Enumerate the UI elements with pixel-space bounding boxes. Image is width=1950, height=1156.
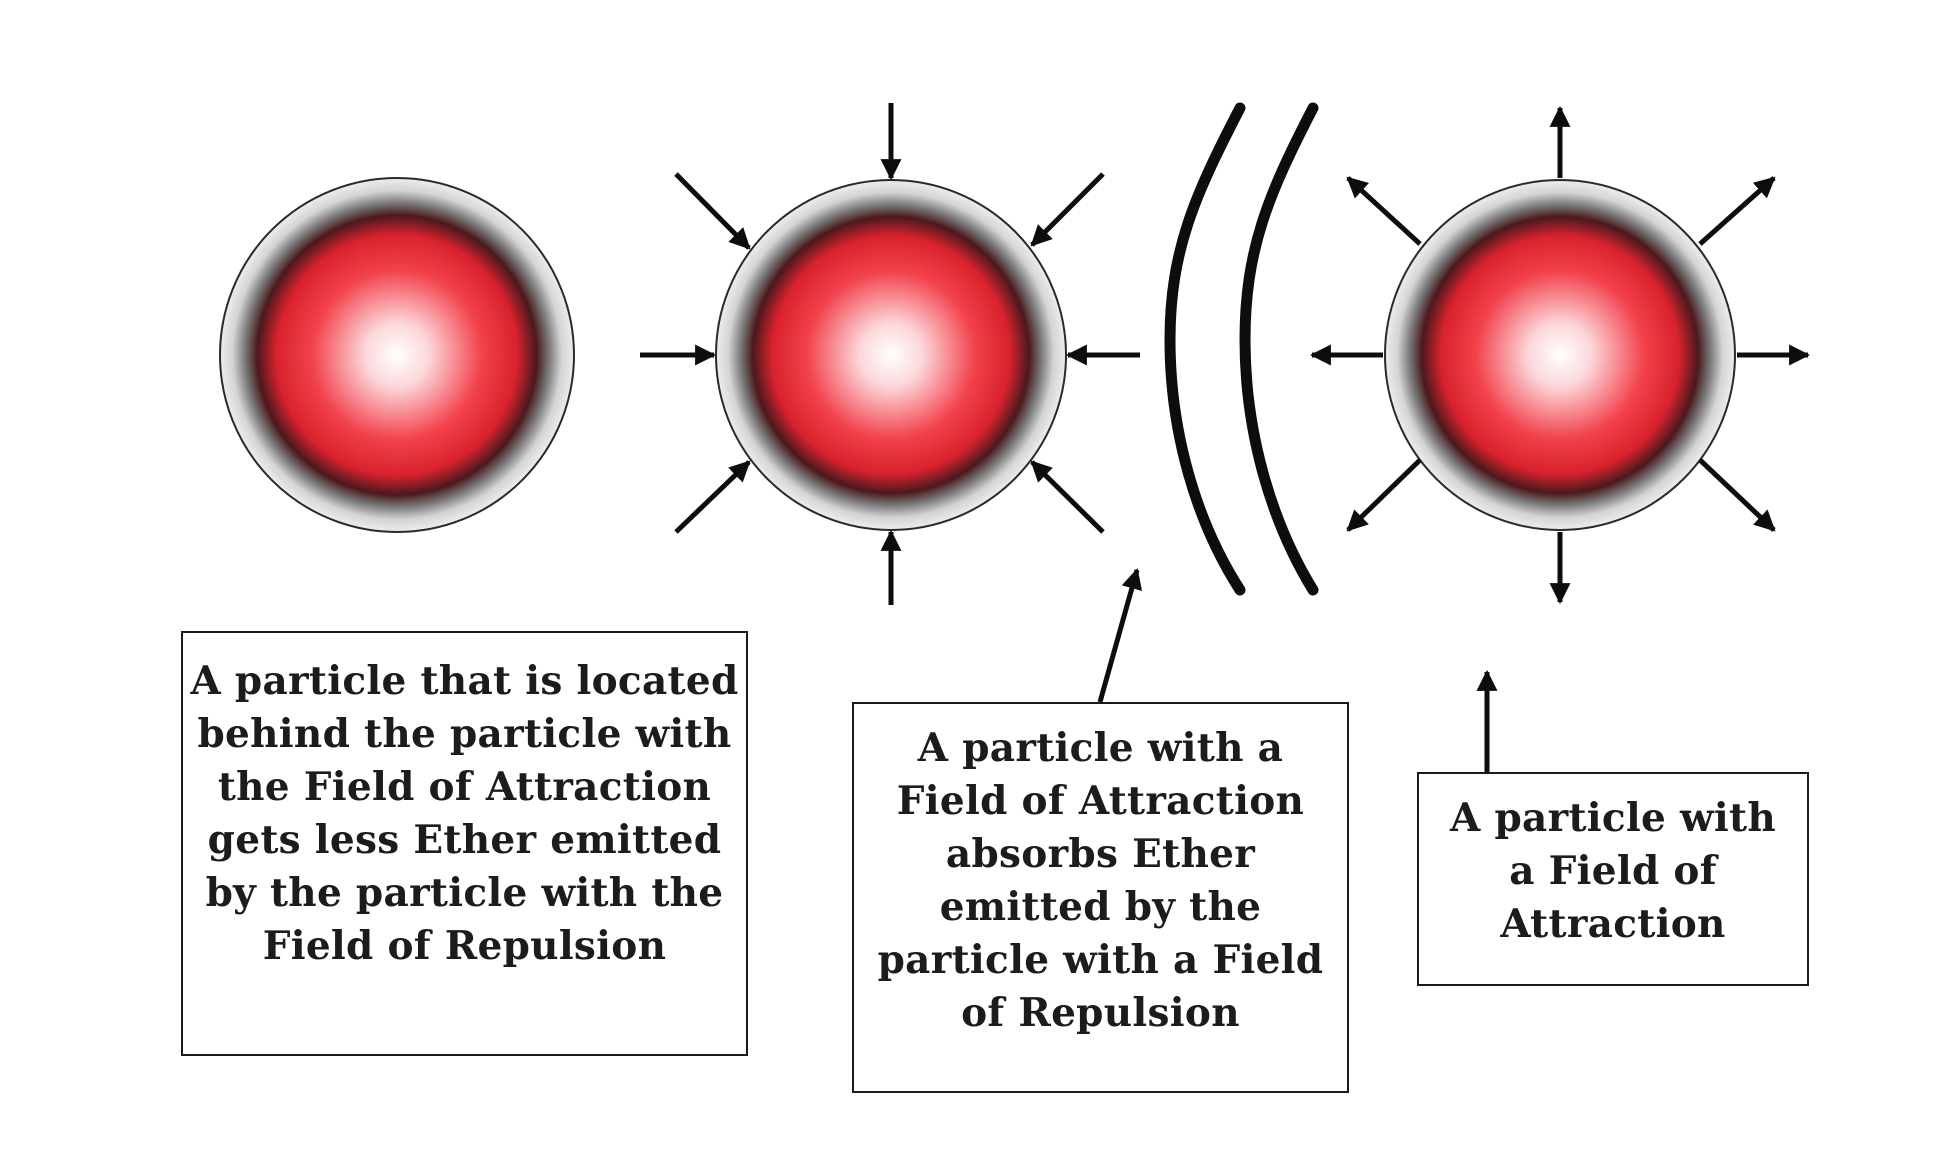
particle-behind (219, 177, 575, 533)
caption-box-behind-particle: A particle that is located behind the pa… (181, 631, 748, 1056)
caption-behind-particle: A particle that is located behind the pa… (190, 658, 739, 969)
outward-arrow-bottom-right (1698, 458, 1776, 532)
middle-caption-pointer (1097, 567, 1143, 703)
particle-attraction (715, 179, 1067, 531)
inward-arrows (640, 103, 1140, 605)
caption-pointers (1097, 567, 1498, 772)
inward-arrow-bottom-right (1030, 460, 1105, 534)
inward-arrow-top-left (674, 172, 751, 250)
caption-attraction-absorbs: A particle with a Field of Attraction ab… (877, 725, 1324, 1036)
outward-arrow-top-right (1698, 176, 1776, 246)
outward-arrow-bottom-left (1346, 458, 1422, 532)
particle-repulsion (1384, 179, 1736, 531)
ether-wave-right (1239, 102, 1319, 596)
ether-waves (1164, 102, 1319, 596)
inward-arrow-bottom-left (674, 460, 751, 534)
outward-arrows (1309, 105, 1811, 605)
outward-arrow-top-left (1346, 176, 1422, 246)
caption-field-of-attraction: A particle with a Field of Attraction (1450, 795, 1776, 947)
caption-box-field-of-attraction: A particle with a Field of Attraction (1417, 772, 1809, 986)
inward-arrow-top-right (1030, 172, 1105, 247)
ether-wave-left (1164, 102, 1246, 596)
caption-box-attraction-absorbs: A particle with a Field of Attraction ab… (852, 702, 1349, 1093)
